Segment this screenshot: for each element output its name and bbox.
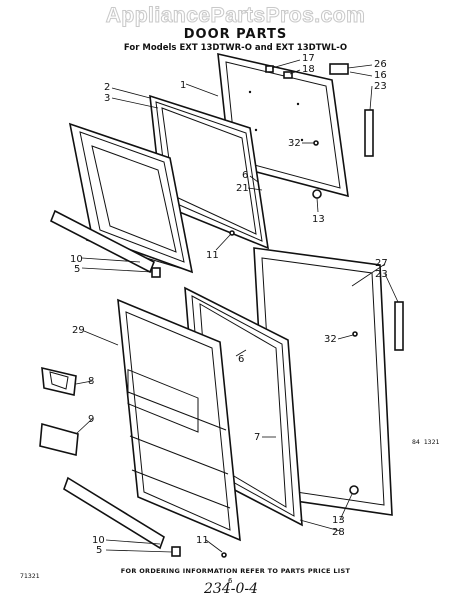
callout-labels: 1 2 3 17 18 26 16 23 32 6 21 13 11 10 5 … (70, 53, 388, 556)
callout-13-upper: 13 (312, 214, 325, 225)
callout-29: 29 (72, 325, 85, 336)
callout-5-upper: 5 (74, 264, 80, 275)
callout-11-upper: 11 (206, 250, 219, 261)
freezer-hinge-parts (151, 63, 374, 278)
watermark-text: AppliancePartsPros.com (105, 4, 366, 28)
fresh-food-hinge-parts (171, 301, 404, 558)
callout-17: 17 (302, 53, 315, 64)
callout-3: 3 (104, 93, 110, 104)
callout-28: 28 (332, 527, 345, 538)
fresh-food-inner-liner (117, 298, 241, 542)
callout-16: 16 (374, 70, 387, 81)
callout-1: 1 (180, 80, 186, 91)
diagram-subtitle: For Models EXT 13DTWR-O and EXT 13DTWL-O (123, 43, 348, 53)
fresh-food-shelf-bar (63, 476, 165, 550)
callout-6-lower: 6 (238, 354, 244, 365)
ordering-info-footer: FOR ORDERING INFORMATION REFER TO PARTS … (120, 567, 351, 575)
callout-7: 7 (254, 432, 260, 443)
callout-9: 9 (88, 414, 94, 425)
callout-18: 18 (302, 64, 315, 75)
butter-door (39, 422, 79, 457)
page-number: 6 (228, 577, 233, 585)
callout-23-upper: 23 (374, 81, 387, 92)
callout-6-upper: 6 (242, 170, 248, 181)
callout-10-upper: 10 (70, 254, 83, 265)
callout-5-lower: 5 (96, 545, 102, 556)
callout-13-lower: 13 (332, 515, 345, 526)
butter-compartment (41, 366, 77, 396)
callout-32-upper: 32 (288, 138, 301, 149)
callout-23-lower: 23 (375, 269, 388, 280)
callout-2: 2 (104, 82, 110, 93)
callout-26: 26 (374, 59, 387, 70)
callout-32-lower: 32 (324, 334, 337, 345)
callout-11-lower: 11 (196, 535, 209, 546)
callout-21: 21 (236, 183, 249, 194)
diagram-title: DOOR PARTS (183, 27, 288, 42)
leader-lines (75, 59, 399, 553)
callout-10-lower: 10 (92, 535, 105, 546)
callout-27: 27 (375, 258, 388, 269)
figure-reference: 84 1321 (412, 438, 440, 446)
handwritten-note: 234-0-4 (204, 581, 258, 597)
callout-8: 8 (88, 376, 94, 387)
figure-code: 71321 (20, 572, 40, 580)
